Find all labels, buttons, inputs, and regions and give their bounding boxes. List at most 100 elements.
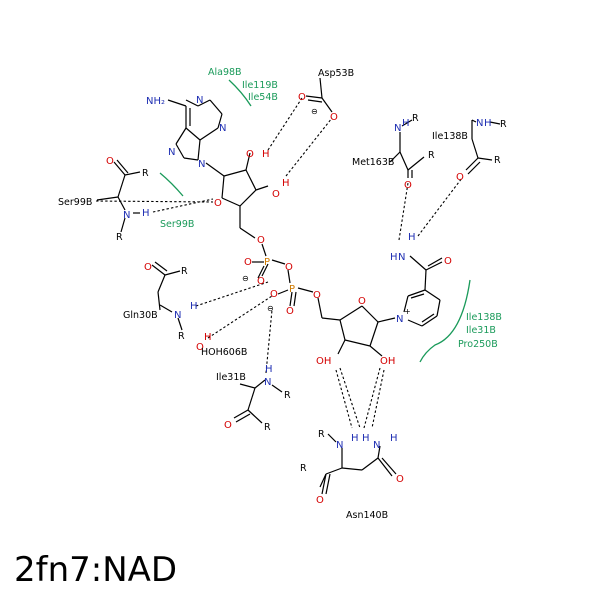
nicotinamide-ring — [403, 255, 443, 327]
ligand-title: 2fn7:NAD — [14, 550, 178, 590]
hydrophobic-arc-ser99 — [159, 172, 184, 197]
asn140-h2-label: H — [362, 433, 370, 444]
met163-r2-label: R — [428, 150, 435, 161]
gln30-carbonyl-o-label: O — [144, 262, 152, 273]
ile31-r1-label: R — [284, 390, 291, 401]
met163-carbonyl-o-label: O — [404, 180, 412, 191]
ile138-r2-label: R — [494, 155, 501, 166]
asp53-o2-label: O — [330, 112, 338, 123]
adenosine-ribose — [205, 152, 269, 239]
asp53-o1-label: O — [298, 92, 306, 103]
adenine-ring — [167, 99, 223, 161]
hydrophobic-arc-ile138 — [419, 279, 471, 363]
asn140-amide-h-label: H — [390, 433, 398, 444]
nicotinamide-2-oh-label: OH — [316, 356, 331, 367]
ile31-label: Ile31B — [216, 372, 246, 383]
asn140-sidechain-o-label: O — [396, 474, 404, 485]
met163-label: Met163B — [352, 157, 394, 168]
phosphate-2-label: P — [289, 284, 295, 295]
asn140-h1-label: H — [351, 433, 359, 444]
asn140-amide-n-label: N — [373, 440, 380, 451]
ile138-h-label: H — [484, 118, 492, 129]
ser99-n-label: N — [123, 210, 130, 221]
gln30-h-label: H — [190, 301, 198, 312]
phosphate-1-label: P — [264, 257, 270, 268]
carboxamide-n-label: N — [398, 252, 405, 263]
asn140-r1-label: R — [318, 429, 325, 440]
ser99-r2-label: R — [116, 232, 123, 243]
pro250-label: Pro250B — [458, 339, 498, 350]
met163-h-label: H — [402, 118, 410, 129]
met163-r1-label: R — [412, 113, 419, 124]
asn140-label: Asn140B — [346, 510, 388, 521]
met163-n-label: N — [394, 123, 401, 134]
gln30-n-label: N — [174, 310, 181, 321]
ile31-carbonyl-o-label: O — [224, 420, 232, 431]
ribose-ring-oxygen-label: O — [214, 198, 222, 209]
gln30-label: Gln30B — [123, 310, 158, 321]
ribose-3-h-label: H — [282, 178, 290, 189]
ribose-5-oxygen-label: O — [257, 235, 265, 246]
hydrophobic-arc-ala98 — [228, 79, 252, 107]
asn140-r2-label: R — [300, 463, 307, 474]
ribose-2-oh-label: O — [246, 149, 254, 160]
gln30-r2-label: R — [178, 331, 185, 342]
adenine-n9-label: N — [198, 159, 205, 170]
ser99-green-label: Ser99B — [160, 219, 194, 230]
gln30-backbone — [151, 261, 183, 331]
ser99-h-label: H — [142, 208, 150, 219]
ile138-met163-backbone — [389, 119, 501, 178]
asp53-minus-charge: ⊖ — [311, 107, 318, 116]
carboxamide-oxygen-label: O — [444, 256, 452, 267]
ile31-r2-label: R — [264, 422, 271, 433]
ribose-3-oh-label: O — [272, 189, 280, 200]
asn140-carbonyl-o-label: O — [316, 495, 324, 506]
pyridinium-n-label: N — [396, 314, 403, 325]
hoh606-o-label: O — [196, 342, 204, 353]
nicotinamide-ribose — [337, 305, 396, 357]
ile31-backbone — [233, 379, 283, 424]
phosphate-1-o-left-label: O — [244, 257, 252, 268]
asp53-label: Asp53B — [318, 68, 354, 79]
ile31-n-label: N — [264, 377, 271, 388]
asp53-sidechain — [305, 77, 333, 113]
ile31-green-label: Ile31B — [466, 325, 496, 336]
carboxamide-h2-label: H — [390, 252, 398, 263]
pyridinium-plus-charge: + — [404, 307, 411, 316]
nicotinamide-5-oxygen-label: O — [313, 290, 321, 301]
phosphate-1-o-bottom-label: O — [257, 276, 265, 287]
asn140-backbone — [319, 433, 397, 495]
nicotinamide-ring-oxygen-label: O — [358, 296, 366, 307]
ser99-backbone — [96, 159, 141, 233]
ribose-2-h-label: H — [262, 149, 270, 160]
hoh606-h-label: H — [204, 332, 212, 343]
ile138-carbonyl-o-label: O — [456, 172, 464, 183]
adenine-n7-label: N — [168, 147, 175, 158]
phosphate-1-minus-charge: ⊖ — [242, 274, 249, 283]
asn140-n-label: N — [336, 440, 343, 451]
carboxamide-h-label: H — [408, 232, 416, 243]
hydrogen-bonds — [95, 97, 463, 429]
ile119-label: Ile119B — [242, 80, 278, 91]
ile138-r1-label: R — [500, 119, 507, 130]
ile138-label: Ile138B — [432, 131, 468, 142]
adenine-n1-label: N — [196, 95, 203, 106]
phosphate-2-minus-charge: ⊖ — [267, 304, 274, 313]
adenine-n3-label: N — [219, 123, 226, 134]
hoh606-label: HOH606B — [201, 347, 247, 358]
ile54-label: Ile54B — [248, 92, 278, 103]
bridging-oxygen-label: O — [285, 262, 293, 273]
phosphate-2-o-left-label: O — [270, 289, 278, 300]
ile31-h-label: H — [265, 364, 273, 375]
ala98-label: Ala98B — [208, 67, 242, 78]
adenine-amine-label: NH₂ — [146, 96, 165, 107]
pyrophosphate — [252, 243, 341, 321]
gln30-r1-label: R — [181, 266, 188, 277]
ile138-green-label: Ile138B — [466, 312, 502, 323]
phosphate-2-o-bottom-label: O — [286, 306, 294, 317]
ser99-r1-label: R — [142, 168, 149, 179]
ile138-n-label: N — [476, 118, 483, 129]
ser99-carbonyl-o-label: O — [106, 156, 114, 167]
ser99-label: Ser99B — [58, 197, 92, 208]
